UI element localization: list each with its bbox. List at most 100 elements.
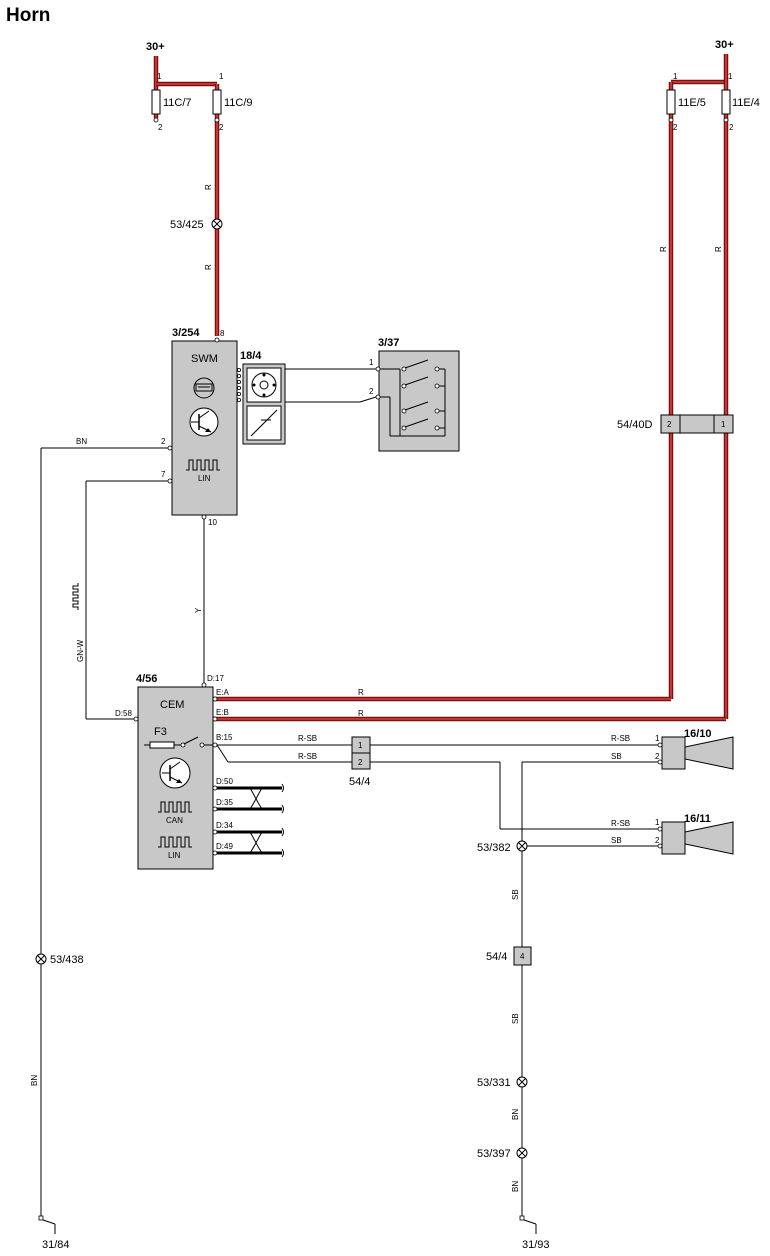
swm-name: SWM [191,353,218,365]
cem-can-label: CAN [166,816,183,825]
fuse-11e5: 11E/5 1 2 [666,72,726,699]
svg-text:10: 10 [208,518,217,527]
transistor-icon [189,407,219,437]
svg-text:54/4: 54/4 [349,776,370,788]
splice-53-425: 53/425 [170,218,223,231]
connector-54-4-b: 4 54/4 [486,946,532,966]
svg-text:53/425: 53/425 [170,219,204,231]
wire-color-rsb3: R-SB [611,734,630,743]
supply-label-right: 30+ [715,39,734,51]
wire-color-r1: R [204,184,213,190]
svg-text:53/397: 53/397 [477,1148,511,1160]
svg-text:1: 1 [655,734,660,743]
wire-color-rsb2: R-SB [298,752,317,761]
supply-label-left: 30+ [146,41,165,53]
cem-lin-signal-icon [158,836,192,848]
svg-text:7: 7 [161,470,166,479]
connector-54-40d: 54/40D 2 1 [617,414,734,434]
svg-text:4: 4 [520,952,525,961]
cem-module: 4/56 CEM F3 CAN LIN D:17 E:A E:B [115,673,233,870]
fuse-11c7-label: 11C/7 [163,97,192,109]
ground-31-84: 31/84 [38,1215,70,1251]
svg-text:2: 2 [369,387,374,396]
wire-color-bn1: BN [76,437,87,446]
svg-text:2: 2 [729,123,734,132]
wire-color-sb2: SB [611,836,622,845]
swm-ref: 3/254 [172,327,200,339]
wire-color-bn4: BN [511,1181,520,1192]
svg-text:2: 2 [358,758,363,767]
ground-31-93: 31/93 [519,1215,550,1251]
svg-text:2: 2 [161,437,166,446]
wire-color-gnw: GN-W [76,639,85,662]
svg-text:1: 1 [358,741,363,750]
horn-16-11: 1 2 16/11 [655,813,734,855]
svg-text:1: 1 [728,72,733,81]
wire-color-bn3: BN [511,1109,520,1120]
wire-color-r3: R [659,246,668,252]
svg-text:1: 1 [157,72,162,81]
clock-spring-18-4: 18/4 [240,350,286,445]
fuse-11c9-label: 11C/9 [224,97,253,109]
svg-text:54/40D: 54/40D [617,419,653,431]
fuse-11e4-label: 11E/4 [732,97,760,109]
wire-color-sb1: SB [611,752,622,761]
horn-switch-ref: 3/37 [378,337,399,349]
can-signal-icon [158,801,192,813]
svg-text:D:58: D:58 [115,709,132,718]
lin-bus-signal-icon [72,583,79,610]
lin-signal-icon [186,459,220,471]
cem-lin-label: LIN [168,851,181,860]
wire-color-rsb1: R-SB [298,734,317,743]
horn-switch-3-37: 3/37 1 2 [369,337,460,452]
cem-fuse-label: F3 [154,726,167,738]
svg-text:D:35: D:35 [216,798,233,807]
splice-53-397: 53/397 [477,1147,528,1160]
wire-color-r5: R [358,688,364,697]
svg-text:D:49: D:49 [216,842,233,851]
svg-text:D:34: D:34 [216,821,233,830]
svg-text:1: 1 [369,358,374,367]
svg-text:53/438: 53/438 [50,954,84,966]
svg-text:2: 2 [655,836,660,845]
svg-text:53/382: 53/382 [477,842,511,854]
fuse-11e5-label: 11E/5 [678,97,706,109]
can-bus-wires [217,783,284,814]
svg-text:8: 8 [220,329,225,338]
wire-color-r4: R [714,246,723,252]
svg-text:1: 1 [219,72,224,81]
svg-text:31/84: 31/84 [42,1239,70,1251]
wire-color-sb4: SB [511,1013,520,1024]
svg-text:2: 2 [158,123,163,132]
svg-text:2: 2 [219,123,224,132]
cem-ref: 4/56 [136,673,157,685]
diagram-title: Horn [6,5,50,26]
fuse-11c9: 11C/9 1 2 [212,72,253,336]
horn-high-ref: 16/10 [684,728,712,740]
clock-spring-ref: 18/4 [240,350,262,362]
svg-text:D:17: D:17 [207,674,224,683]
svg-text:2: 2 [673,123,678,132]
fuse-11c7: 11C/7 1 2 [151,56,217,132]
wire-color-r6: R [358,709,364,718]
svg-text:54/4: 54/4 [486,951,507,963]
wire-color-sb3: SB [511,889,520,900]
svg-text:2: 2 [655,752,660,761]
connector-54-4-a: 1 2 54/4 [349,736,371,788]
cem-fuse-icon [144,736,213,749]
cem-name: CEM [160,699,184,711]
horn-16-10: 1 2 16/10 [655,728,734,770]
svg-text:1: 1 [721,420,726,429]
wire-color-y: Y [194,607,203,613]
fuse-11e4: 11E/4 1 2 [721,54,760,719]
svg-text:2: 2 [667,420,672,429]
svg-text:E:A: E:A [216,688,230,697]
lin-bus-wires [217,827,284,858]
swm-lin-label: LIN [198,474,211,483]
wire-color-bn2: BN [30,1075,39,1086]
airbag-icon [193,377,215,399]
svg-text:1: 1 [655,818,660,827]
svg-text:1: 1 [673,72,678,81]
cem-transistor-icon [159,757,191,789]
svg-text:E:B: E:B [216,708,229,717]
